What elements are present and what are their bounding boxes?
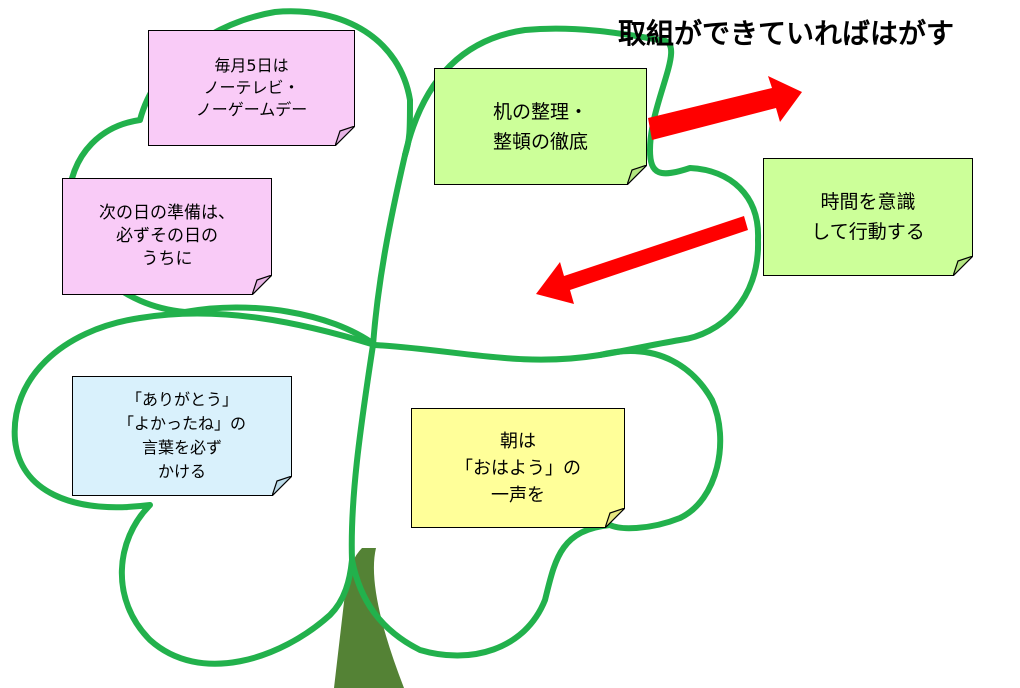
note-line: 朝は <box>500 430 536 452</box>
note-line: ノーテレビ・ <box>203 78 300 97</box>
note-line: 「おはよう」の <box>455 457 581 479</box>
sticky-note-thank-you-words[interactable]: 「ありがとう」 「よかったね」の 言葉を必ず かける <box>72 376 292 496</box>
sticky-note-morning-greeting[interactable]: 朝は 「おはよう」の 一声を <box>411 408 625 528</box>
diagram-title: 取組ができていればはがす <box>618 17 955 50</box>
peel-off-arrow <box>648 76 802 140</box>
sticky-note-time-awareness[interactable]: 時間を意識 して行動する <box>763 158 973 276</box>
note-line: かける <box>157 462 206 481</box>
sticky-note-no-tv-game-day[interactable]: 毎月5日は ノーテレビ・ ノーゲームデー <box>148 30 355 146</box>
put-back-arrow <box>536 216 748 304</box>
leaf-top-right <box>402 25 762 358</box>
sticky-note-tidy-desk[interactable]: 机の整理・ 整頓の徹底 <box>434 68 647 185</box>
note-line: 「よかったね」の <box>117 414 246 433</box>
note-line: 時間を意識 <box>820 191 916 213</box>
leaf-top-left <box>65 8 413 348</box>
sticky-note-prepare-next-day[interactable]: 次の日の準備は、 必ずその日の うちに <box>62 178 272 295</box>
note-line: 「ありがとう」 <box>125 390 238 409</box>
note-line: 一声を <box>491 484 545 506</box>
leaf-bottom-left <box>11 315 355 667</box>
note-line: 毎月5日は <box>214 56 289 75</box>
note-line: ノーゲームデー <box>195 100 308 119</box>
note-line: うちに <box>141 249 193 269</box>
leaf-lower-line <box>137 310 603 363</box>
note-line: して行動する <box>811 221 925 243</box>
note-line: 言葉を必ず <box>141 438 222 457</box>
leaf-crossing-line <box>348 152 408 563</box>
note-line: 机の整理・ <box>492 100 588 123</box>
note-line: 必ずその日の <box>116 226 218 246</box>
note-line: 次の日の準備は、 <box>99 203 235 223</box>
clover-stem <box>334 548 404 688</box>
note-line: 整頓の徹底 <box>492 130 588 153</box>
